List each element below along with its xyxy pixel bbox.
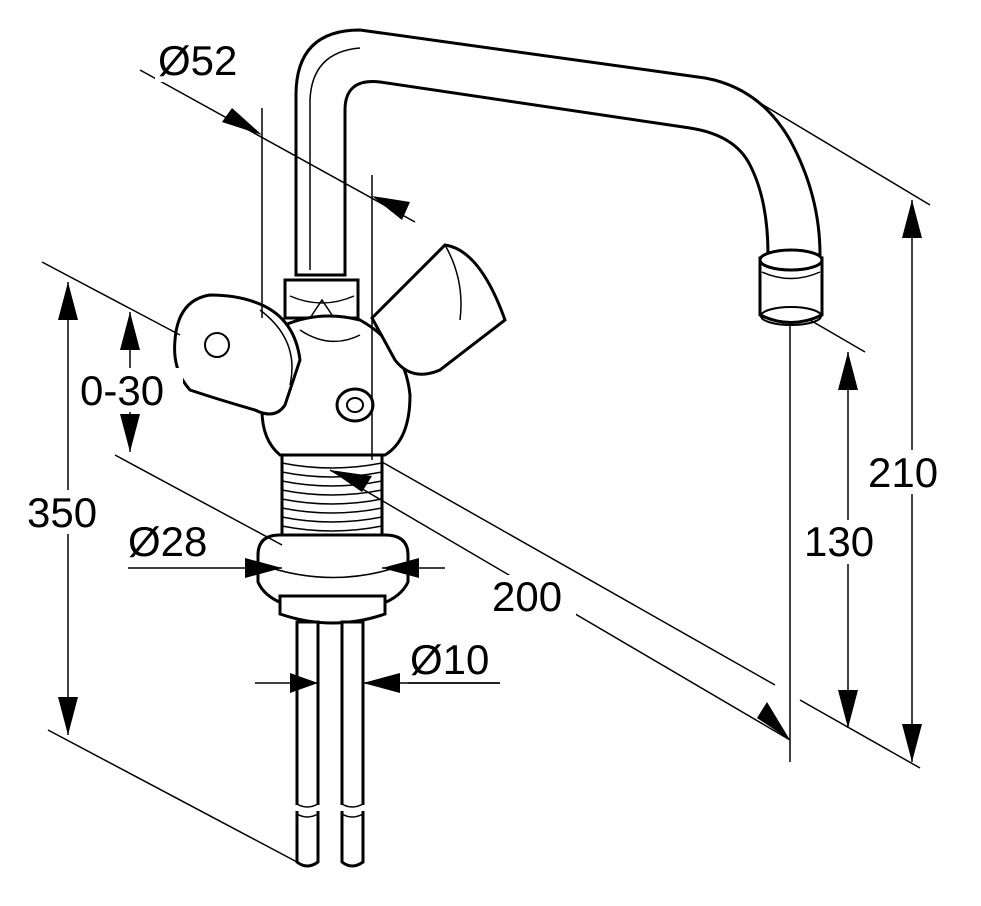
right-handle: [370, 243, 507, 376]
label-130: 130: [804, 518, 874, 565]
faucet-illustration: [173, 28, 824, 868]
label-210: 210: [868, 449, 938, 496]
dimension-lines: [41, 69, 931, 863]
left-handle: [173, 293, 302, 416]
label-d52: Ø52: [158, 37, 237, 84]
label-backing-0-30: [78, 368, 183, 412]
label-backing-210: [866, 450, 958, 494]
dim-d10-lines: [255, 673, 500, 693]
label-backing-350: [25, 490, 111, 534]
label-d10: Ø10: [410, 636, 489, 683]
supply-tubes: [290, 620, 370, 868]
base-washer: [256, 533, 410, 625]
spout-aerator: [758, 248, 824, 326]
spout-pipe: [294, 28, 822, 277]
label-backing-d52: [155, 38, 250, 82]
dim-d52-lines: [139, 69, 416, 460]
label-backing-200: [490, 575, 576, 619]
dimension-labels: Ø52 0-30 350 Ø28 200 Ø10 130 210: [25, 37, 958, 683]
label-backing-130: [802, 520, 888, 564]
dim-d28-lines: [128, 558, 445, 578]
swivel-nut: [283, 278, 360, 320]
label-backing-d28: [125, 520, 221, 562]
label-0-30: 0-30: [80, 367, 164, 414]
label-350: 350: [27, 489, 97, 536]
body-screw: [335, 387, 375, 423]
label-d28: Ø28: [128, 518, 207, 565]
label-200: 200: [492, 573, 562, 620]
label-backing-d10: [408, 638, 504, 678]
